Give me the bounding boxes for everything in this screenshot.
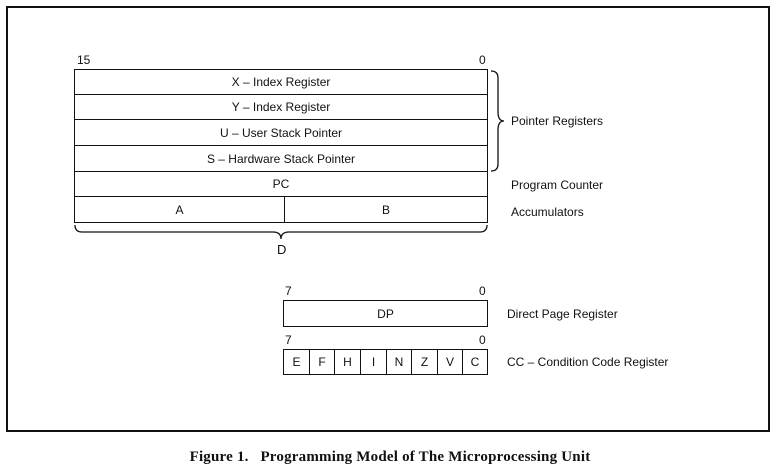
direct-page-register-label: Direct Page Register (507, 307, 618, 321)
cc-bit-f-label: F (318, 355, 326, 369)
figure-caption: Figure 1. Programming Model of The Micro… (189, 449, 591, 465)
y-index-register: Y – Index Register (74, 94, 488, 120)
u-register-label: U – User Stack Pointer (219, 125, 343, 140)
d-register-label: D (277, 242, 287, 257)
accumulator-b: B (284, 196, 488, 223)
acc-a-label: A (175, 202, 184, 217)
cc-bit-c: C (462, 349, 488, 375)
cc-bit-f: F (309, 349, 335, 375)
cc-bit-n: N (386, 349, 412, 375)
x-index-register: X – Index Register (74, 69, 488, 95)
program-counter: PC (74, 171, 488, 197)
cc-bit-n-label: N (394, 355, 404, 369)
cc-bit-z-label: Z (420, 355, 429, 369)
cc-bit-h: H (334, 349, 361, 375)
dp-register-text: DP (377, 306, 394, 321)
pointer-registers-label: Pointer Registers (511, 114, 604, 128)
cc-bit-v-label: V (445, 355, 454, 369)
accumulators-label: Accumulators (511, 205, 584, 219)
cc-bit-v: V (437, 349, 463, 375)
cc-bit-i-label: I (371, 355, 376, 369)
dp-bit-7-label: 7 (285, 284, 292, 298)
cc-bit-7-label: 7 (285, 333, 292, 347)
accumulator-a: A (74, 196, 285, 223)
y-register-label: Y – Index Register (231, 100, 331, 114)
bit-15-label: 15 (77, 53, 91, 67)
condition-code-register: E F H I N Z V C (283, 349, 488, 375)
direct-page-register: DP (283, 300, 488, 327)
cc-bit-0-label: 0 (479, 333, 486, 347)
s-register-label: S – Hardware Stack Pointer (206, 151, 356, 166)
cc-bit-h-label: H (343, 355, 352, 369)
program-counter-label: Program Counter (511, 178, 604, 192)
condition-code-register-label: CC – Condition Code Register (507, 355, 669, 369)
pointer-registers-brace (490, 70, 505, 172)
cc-bit-c-label: C (470, 355, 480, 369)
cc-bit-z: Z (411, 349, 438, 375)
pc-register-label: PC (272, 177, 290, 191)
user-stack-pointer: U – User Stack Pointer (74, 119, 488, 146)
x-register-label: X – Index Register (231, 75, 331, 89)
cc-bit-e-label: E (292, 355, 301, 369)
cc-bit-e: E (283, 349, 310, 375)
acc-b-label: B (381, 202, 390, 217)
dp-bit-0-label: 0 (479, 284, 486, 298)
cc-bit-i: I (360, 349, 387, 375)
hardware-stack-pointer: S – Hardware Stack Pointer (74, 145, 488, 172)
d-register-brace (74, 224, 488, 240)
figure-frame (6, 6, 770, 432)
bit-0-label: 0 (479, 53, 486, 67)
